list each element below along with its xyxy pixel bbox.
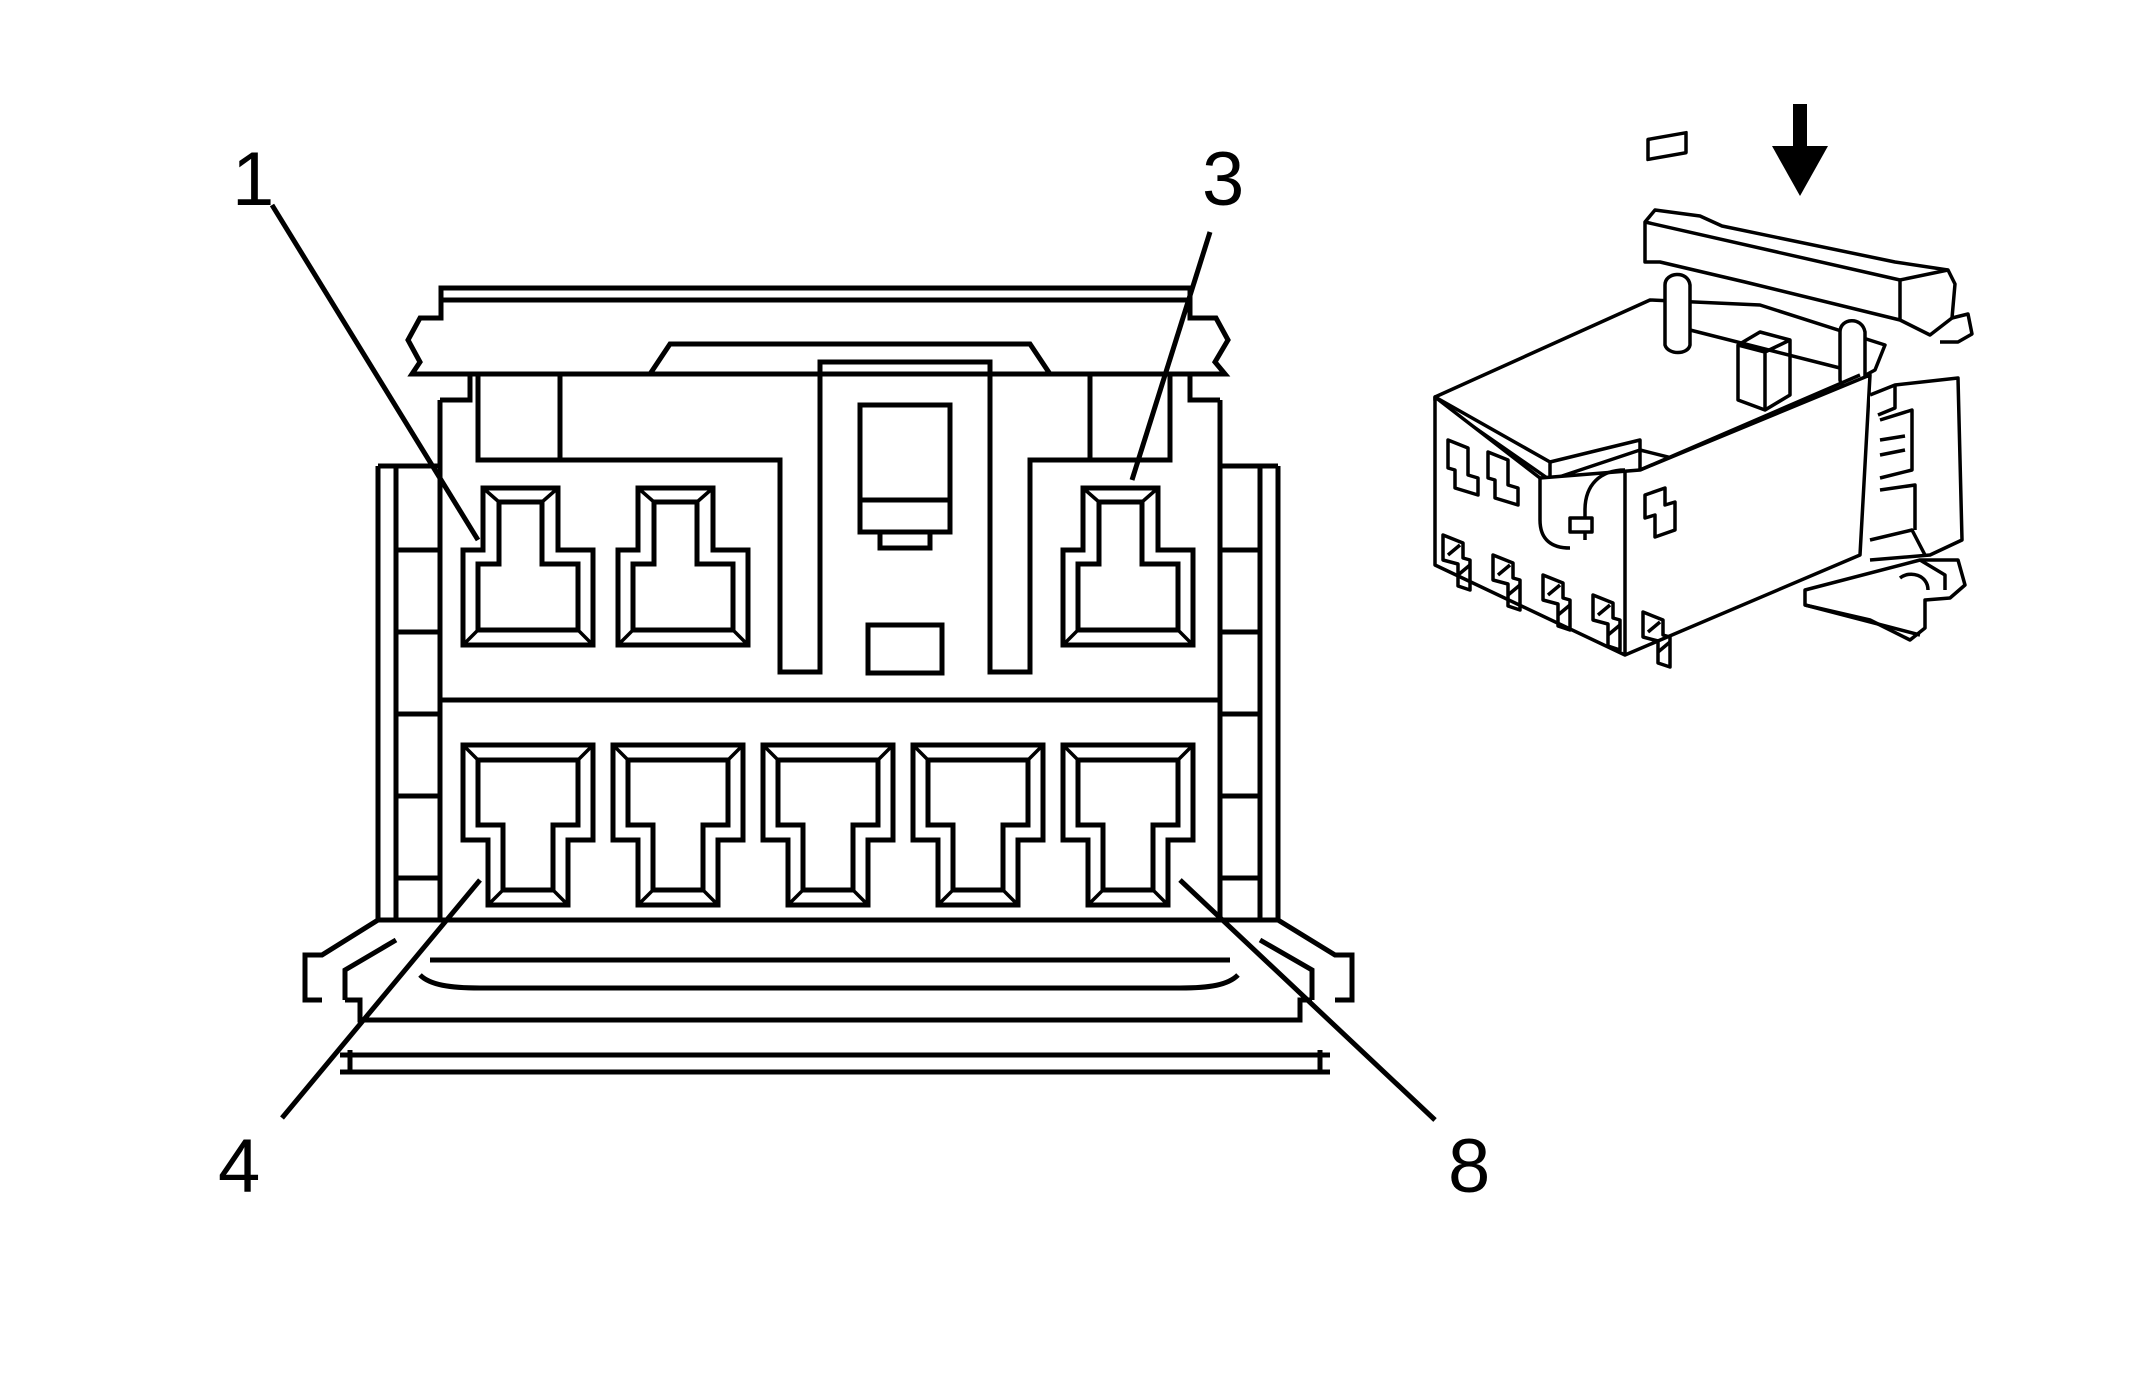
leader-pin-3 [1129,231,1213,481]
cavity-1 [460,485,596,648]
cavity-7 [910,742,1046,908]
top-row-cavities [460,485,1196,648]
left-side-ribs [396,547,440,881]
connector-bottom-flange [302,917,1355,1075]
leader-lines [269,203,1437,1122]
down-arrow-icon [1772,104,1828,196]
leader-pin-8 [1178,878,1437,1122]
connector-isometric-view [1433,104,1974,669]
cavity-8 [1060,742,1196,908]
bottom-row-cavities [460,742,1196,908]
leader-pin-1 [269,203,481,542]
right-side-ribs [1220,547,1260,881]
cavity-5 [610,742,746,908]
cavity-4 [460,742,596,908]
lock-window [857,402,953,535]
iso-side-latch [1869,376,1964,562]
iso-top-rail [1643,208,1974,344]
leader-pin-4 [280,878,482,1120]
cavity-3 [1060,485,1196,648]
pin-label-3: 3 [1202,137,1244,222]
cavity-6 [760,742,896,908]
connector-front-view: 1 3 4 8 [218,137,1490,1209]
iso-bottom-rail [1803,558,1967,642]
connector-housing [375,359,1281,920]
lock-tab [865,622,945,676]
pin-label-1: 1 [232,137,274,222]
pin-label-4: 4 [218,1124,260,1209]
cavity-2 [615,485,751,648]
pin-label-8: 8 [1448,1124,1490,1209]
iso-body [1433,130,1887,669]
